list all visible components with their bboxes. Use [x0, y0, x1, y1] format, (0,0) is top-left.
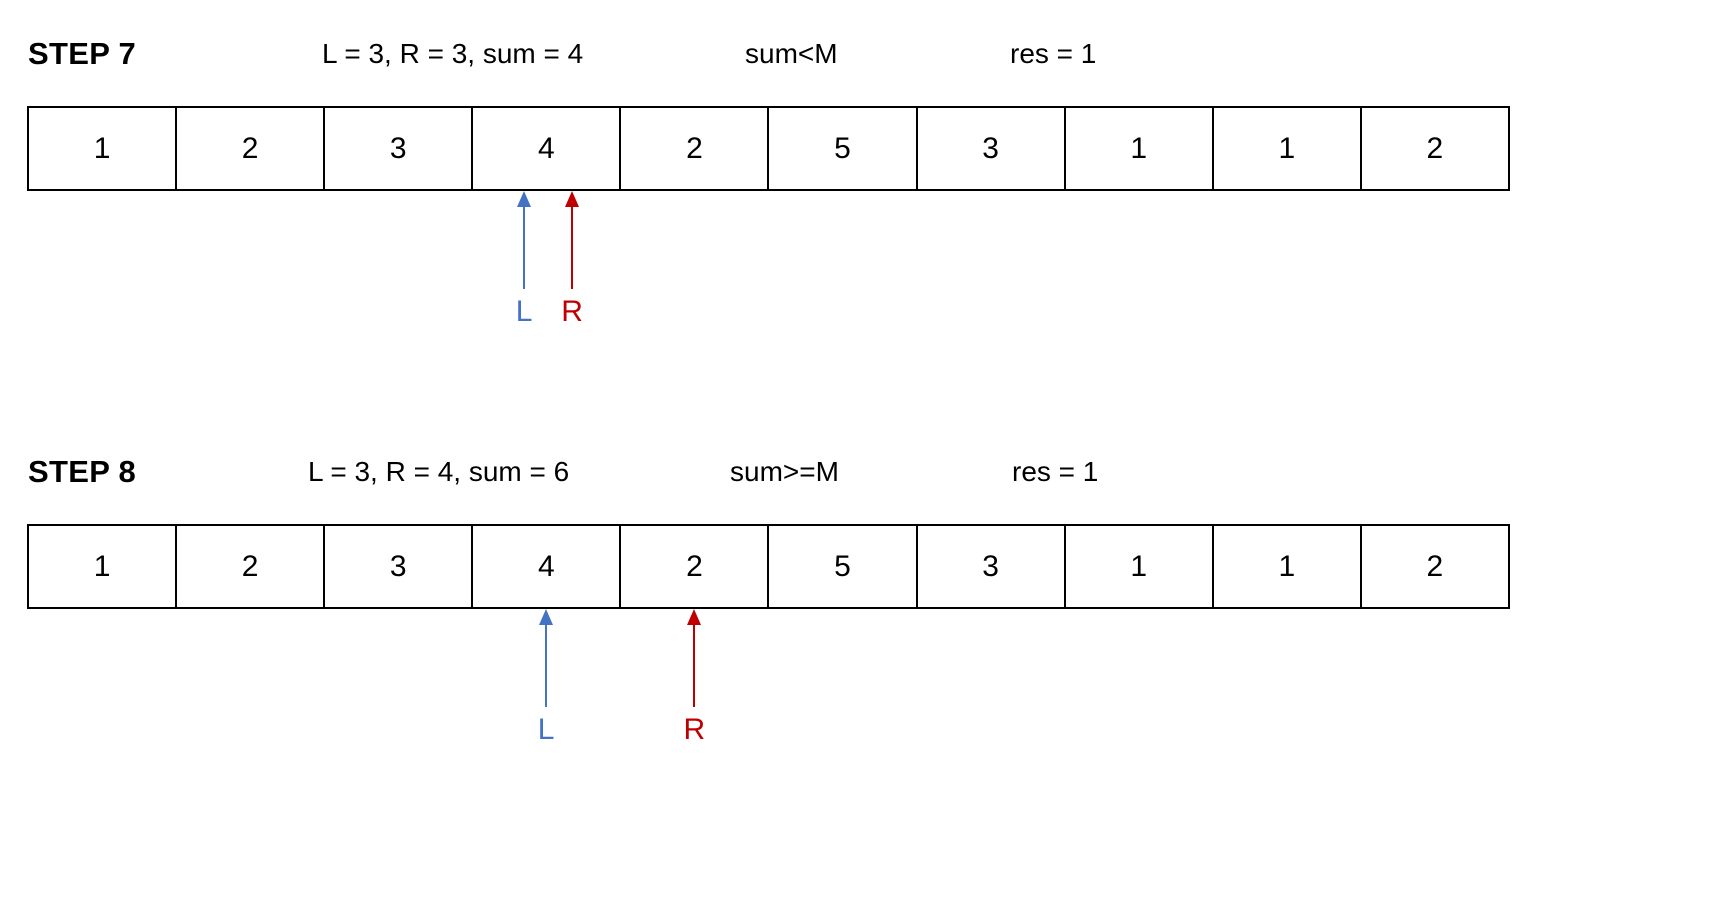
array-cell: 1 [1213, 108, 1362, 189]
pointer-arrow-icon [687, 609, 702, 707]
pointer-l: L [506, 609, 586, 745]
step-title: STEP 7 [28, 36, 137, 71]
step-header: STEP 7 L = 3, R = 3, sum = 4 sum<M res = 1 [0, 0, 1718, 71]
pointer-label-l: L [515, 295, 533, 328]
array-cell: 3 [917, 108, 1066, 189]
array-cell: 1 [29, 526, 178, 607]
pointer-label-r: R [683, 713, 706, 746]
array-cell: 2 [621, 108, 770, 189]
array-cell: 2 [177, 108, 326, 189]
step-header: STEP 8 L = 3, R = 4, sum = 6 sum>=M res = 1 [0, 418, 1718, 489]
array-cell: 1 [1213, 526, 1362, 607]
array-cell: 2 [1361, 108, 1508, 189]
step-variables-text: L = 3, R = 4, sum = 6 [308, 456, 570, 487]
step-block: STEP 7 L = 3, R = 3, sum = 4 sum<M res = 1 1… [0, 0, 1718, 327]
array-cell: 1 [1065, 526, 1214, 607]
pointer-r: R [654, 609, 734, 745]
pointer-r: R [532, 191, 612, 327]
array-cell: 5 [769, 526, 918, 607]
step-result-text: res = 1 [1012, 456, 1099, 487]
pointer-arrow-icon [565, 191, 580, 289]
array-cell: 2 [1361, 526, 1508, 607]
pointer-label-l: L [537, 713, 555, 746]
pointer-arrow-icon [539, 609, 554, 707]
pointer-label-r: R [561, 295, 583, 328]
array-cell: 4 [473, 108, 622, 189]
step-variables-text: L = 3, R = 3, sum = 4 [322, 38, 584, 69]
step-result-text: res = 1 [1010, 38, 1097, 69]
array-cell: 5 [769, 108, 918, 189]
array-cell: 1 [1065, 108, 1214, 189]
array-cell: 2 [621, 526, 770, 607]
array-cell: 1 [29, 108, 178, 189]
array-cell: 4 [473, 526, 622, 607]
step-block: STEP 8 L = 3, R = 4, sum = 6 sum>=M res = 1… [0, 418, 1718, 745]
array-cell: 3 [325, 108, 474, 189]
pointer-l: L [484, 191, 564, 327]
step-condition-text: sum<M [745, 38, 838, 69]
pointer-arrow-icon [517, 191, 532, 289]
step-condition-text: sum>=M [730, 456, 839, 487]
array-cell: 3 [917, 526, 1066, 607]
step-title: STEP 8 [28, 454, 137, 489]
array-cell: 3 [325, 526, 474, 607]
array-cell: 2 [177, 526, 326, 607]
